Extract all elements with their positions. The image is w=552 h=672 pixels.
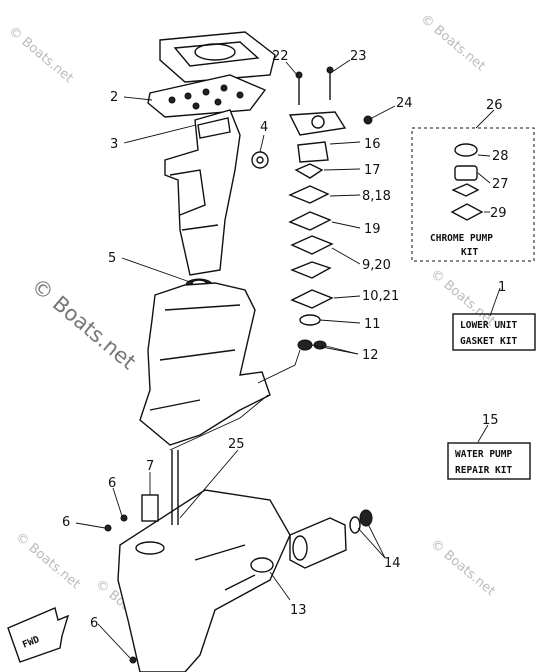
gasket-2	[147, 74, 267, 118]
chrome-pump-kit-line1: CHROME PUMP	[430, 233, 493, 244]
callout-26: 26	[486, 98, 503, 113]
drive-housing-top	[164, 109, 241, 276]
callout-3: 3	[110, 137, 118, 152]
callout-8-18: 8,18	[362, 189, 391, 204]
gasket-10-21	[290, 289, 334, 309]
ring-11	[299, 314, 321, 326]
callout-23: 23	[350, 49, 367, 64]
pump-housing-24	[288, 111, 373, 136]
callout-9-20: 9,20	[362, 258, 391, 273]
callout-7: 7	[146, 459, 154, 474]
callout-4: 4	[260, 120, 268, 135]
oil-seal-4	[251, 151, 269, 169]
insert-16	[297, 141, 329, 163]
fwd-arrow: FWD	[7, 607, 70, 663]
watermark: © Boats.net	[417, 12, 487, 74]
callout-6: 6	[108, 476, 116, 491]
callout-14: 14	[384, 556, 401, 571]
callout-numbers: 2 3 4 5 22 23 24 16 17 8,18 19 9,20 10,2…	[62, 49, 509, 631]
callout-15: 15	[482, 413, 499, 428]
impeller-17	[294, 163, 324, 179]
callout-24: 24	[396, 96, 413, 111]
propeller-shaft-parts	[289, 509, 373, 569]
callout-22: 22	[272, 49, 289, 64]
watermark: © Boats.net	[5, 24, 75, 86]
callout-11: 11	[364, 317, 381, 332]
bolts-22-23	[295, 66, 334, 105]
plate-8-18	[288, 185, 330, 204]
drive-shaft-25	[171, 450, 179, 525]
water-pump-kit-line2: REPAIR KIT	[455, 465, 512, 476]
watermark: © Boats.net	[12, 530, 82, 592]
callout-17: 17	[364, 163, 381, 178]
o-ring-13	[250, 557, 274, 573]
lower-unit-kit-line1: LOWER UNIT	[460, 320, 517, 331]
plate-9-20	[290, 235, 334, 255]
chrome-pump-kit-box	[411, 127, 535, 262]
plate-19	[288, 211, 332, 231]
pipe-7	[141, 494, 159, 522]
callout-16: 16	[364, 137, 381, 152]
plugs-6	[104, 514, 137, 664]
callout-19: 19	[364, 222, 381, 237]
callout-28: 28	[492, 149, 509, 164]
callout-1: 1	[498, 280, 506, 295]
upper-casing	[139, 282, 271, 446]
callout-6: 6	[90, 616, 98, 631]
callout-6: 6	[62, 515, 70, 530]
callout-10-21: 10,21	[362, 289, 399, 304]
watermark: © Boats.net	[427, 537, 497, 599]
callout-12: 12	[362, 348, 379, 363]
water-pump-kit-line1: WATER PUMP	[455, 449, 512, 460]
callout-5: 5	[108, 251, 116, 266]
lower-unit	[117, 489, 291, 672]
chrome-pump-kit-line2: KIT	[461, 247, 478, 258]
callout-29: 29	[490, 206, 507, 221]
lower-unit-gasket-kit: LOWER UNIT GASKET KIT	[452, 313, 536, 351]
callout-13: 13	[290, 603, 307, 618]
top-cover	[159, 31, 276, 83]
callout-2: 2	[110, 90, 118, 105]
leader-lines	[75, 59, 501, 659]
watermark-large: © Boats.net	[27, 273, 141, 374]
water-pump-repair-kit: WATER PUMP REPAIR KIT	[447, 442, 531, 480]
callout-25: 25	[228, 437, 245, 452]
callout-27: 27	[492, 177, 509, 192]
lower-unit-kit-line2: GASKET KIT	[460, 336, 517, 347]
chrome-pump-parts	[450, 143, 484, 221]
